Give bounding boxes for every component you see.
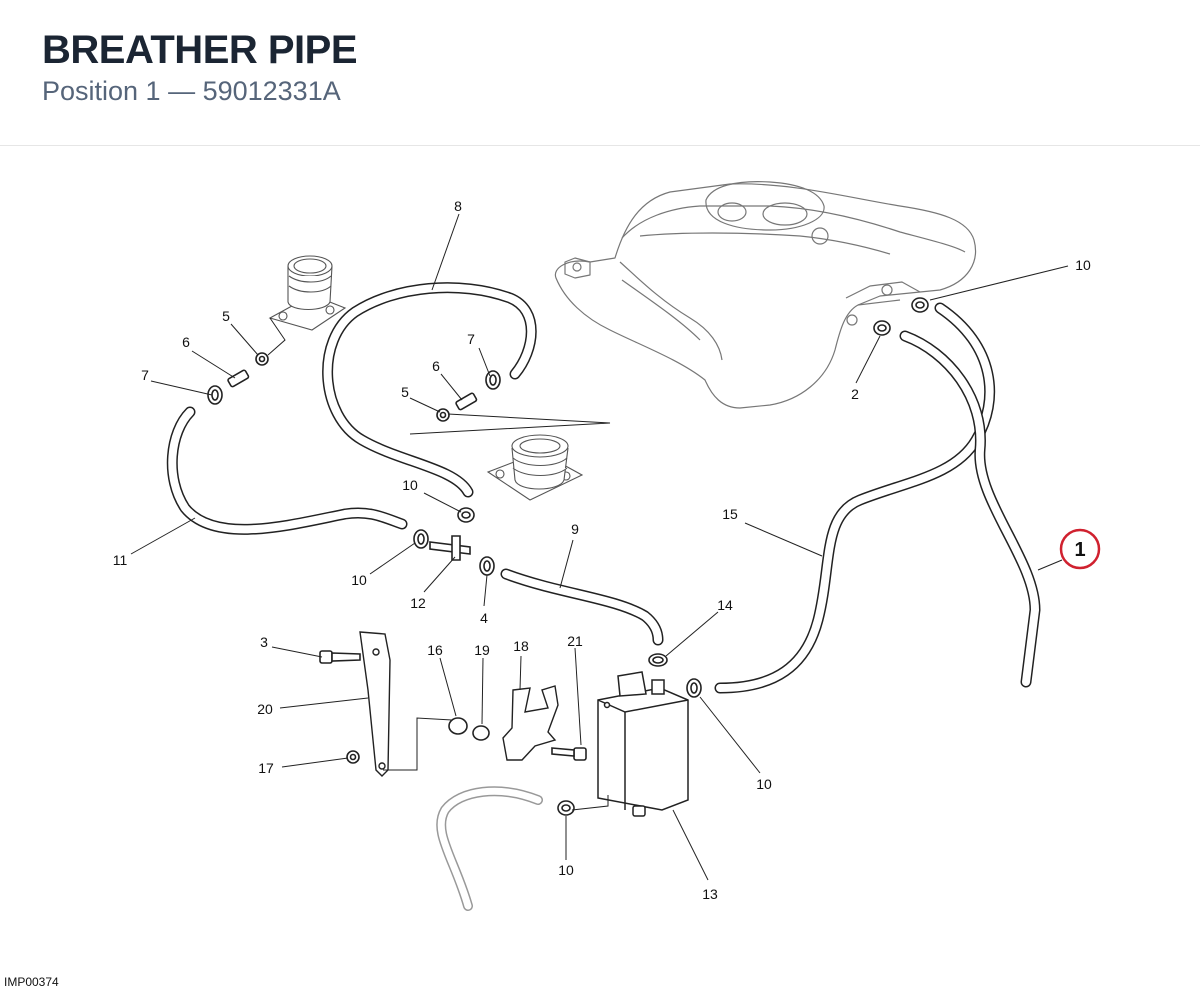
callout-15: 15: [722, 506, 738, 522]
callout-19: 19: [474, 642, 490, 658]
callout-11: 11: [113, 552, 128, 568]
callout-10-bottom: 10: [558, 862, 574, 878]
callout-8: 8: [454, 198, 462, 214]
callout-4: 4: [480, 610, 488, 626]
image-code: IMP00374: [4, 975, 59, 989]
page-header: BREATHER PIPE Position 1 — 59012331A: [0, 0, 1200, 146]
page-title: BREATHER PIPE: [42, 28, 358, 72]
callout-10-upper: 10: [402, 477, 418, 493]
callout-21: 21: [567, 633, 583, 649]
callout-7-left: 7: [141, 367, 149, 383]
highlight-ring: [1059, 528, 1101, 570]
clamps-and-fittings: [207, 297, 929, 816]
callout-5-mid: 5: [401, 384, 409, 400]
connection-lines: [267, 317, 611, 811]
callout-10-tank: 10: [1075, 257, 1091, 273]
callout-1: 1: [1074, 539, 1085, 561]
fuel-tank: [554, 181, 976, 409]
callout-18: 18: [513, 638, 529, 654]
callout-6-left: 6: [182, 334, 190, 350]
highlighted-callout-1[interactable]: 1: [1059, 528, 1101, 570]
plate-18: [502, 685, 559, 761]
bracket-20: [359, 631, 391, 777]
callout-9: 9: [571, 521, 579, 537]
callout-17: 17: [258, 760, 274, 776]
intake-flange-lower: [486, 434, 584, 501]
callout-16: 16: [427, 642, 443, 658]
callout-13: 13: [702, 886, 718, 902]
callout-3: 3: [260, 634, 268, 650]
callout-6-mid: 6: [432, 358, 440, 374]
exploded-diagram: 8 10 5 6 7 7 6 5 2 10 11 10 12 4 9 15 14…: [113, 181, 1101, 911]
intake-flange-upper: [268, 255, 347, 331]
page-subtitle: Position 1 — 59012331A: [42, 76, 341, 106]
callout-10-canister: 10: [756, 776, 772, 792]
canister-13: [597, 671, 689, 817]
callout-2: 2: [851, 386, 859, 402]
leader-lines: [130, 213, 1069, 881]
callout-12: 12: [410, 595, 426, 611]
callout-7-mid: 7: [467, 331, 475, 347]
hoses: [166, 282, 1041, 911]
callout-10-left: 10: [351, 572, 367, 588]
callout-labels: 8 10 5 6 7 7 6 5 2 10 11 10 12 4 9 15 14…: [113, 198, 1091, 902]
callout-14: 14: [717, 597, 733, 613]
callout-5-left: 5: [222, 308, 230, 324]
callout-20: 20: [257, 701, 273, 717]
